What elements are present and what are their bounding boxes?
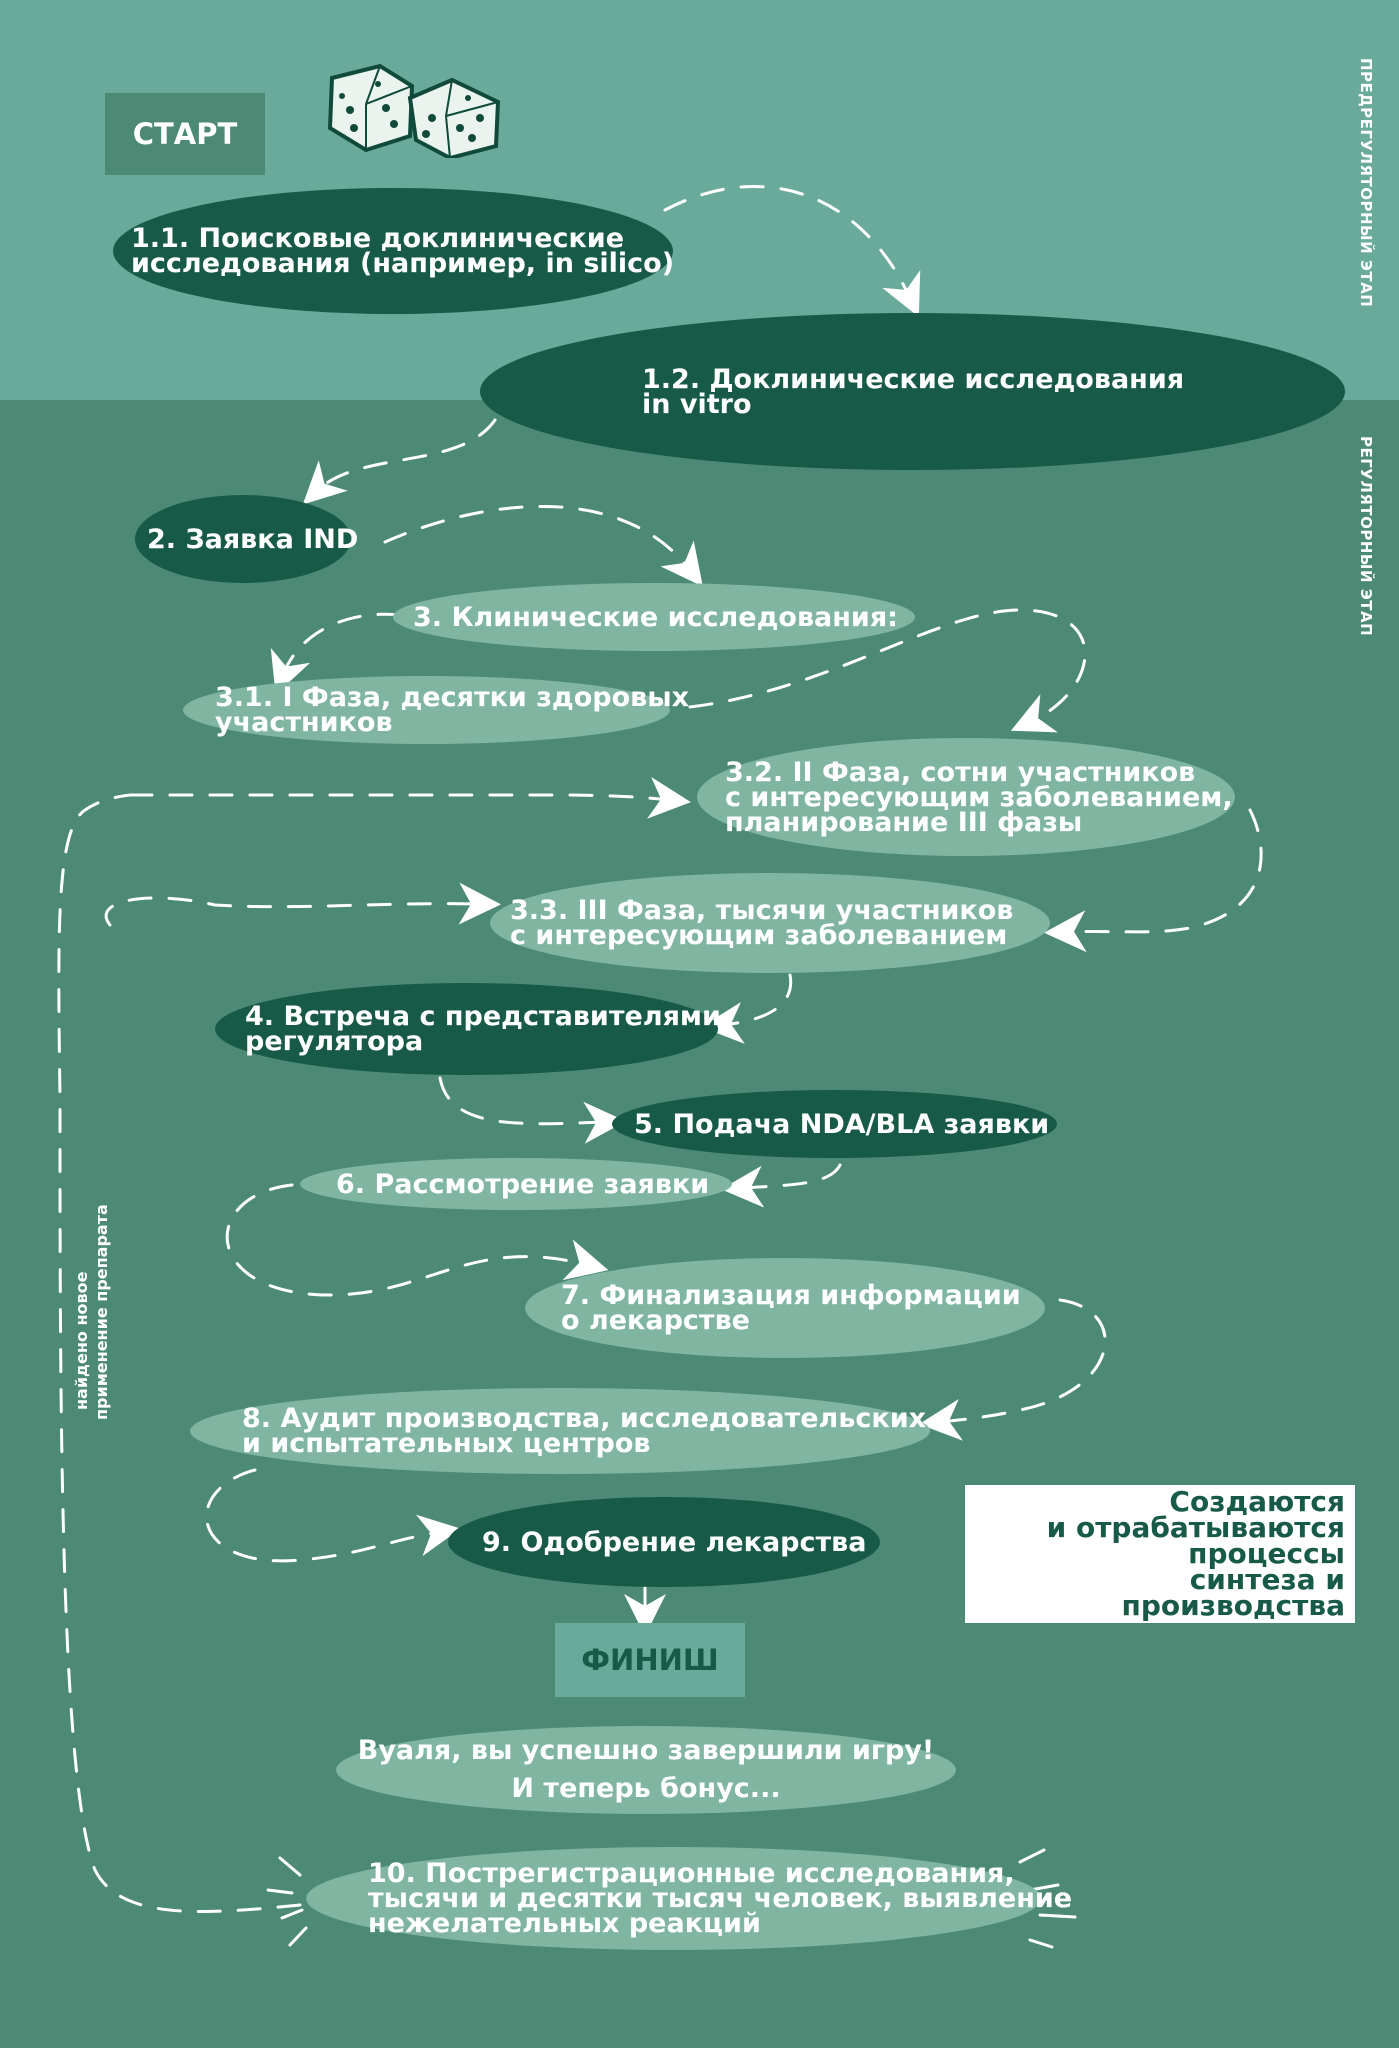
bonus-message-line-1: Вуаля, вы успешно завершили игру! <box>357 1735 935 1766</box>
connector-1-1-to-1-2 <box>663 185 921 318</box>
production-note: Создаются и отрабатываются процессы синт… <box>965 1485 1355 1623</box>
connector-loop-3-2 <box>128 777 691 819</box>
connector-4-to-5 <box>438 1076 626 1144</box>
connector-8-to-9 <box>205 1468 461 1563</box>
step-10-line-2: тысячи и десятки тысяч человек, выявлени… <box>368 1883 1073 1914</box>
finish-box: ФИНИШ <box>555 1623 745 1697</box>
connector-2-to-3 <box>383 504 703 587</box>
start-box: СТАРТ <box>105 93 265 175</box>
step-6: 6. Рассмотрение заявки <box>300 1158 732 1210</box>
finish-label: ФИНИШ <box>581 1643 719 1677</box>
step-3-3-line-1: 3.3. III Фаза, тысячи участников <box>510 895 1014 926</box>
step-2-line-1: 2. Заявка IND <box>147 523 359 555</box>
step-10: 10. Пострегистрационные исследования, ты… <box>306 1847 1073 1950</box>
step-5-line-1: 5. Подача NDA/BLA заявки <box>634 1108 1050 1140</box>
step-3-2-line-3: планирование III фазы <box>725 806 1083 838</box>
step-8: 8. Аудит производства, исследовательских… <box>190 1388 930 1474</box>
step-3-2-line-1: 3.2. II Фаза, сотни участников <box>725 756 1196 788</box>
connector-3-to-3-1 <box>270 612 402 695</box>
step-1-2: 1.2. Доклинические исследования in vitro <box>480 313 1345 470</box>
step-9: 9. Одобрение лекарства <box>448 1497 880 1587</box>
connector-3-3-to-4 <box>701 973 793 1044</box>
step-4: 4. Встреча с представителями регулятора <box>215 983 721 1075</box>
production-note-line-1: Создаются <box>1169 1485 1345 1518</box>
step-1-1-line-2: исследования (например, in silico) <box>131 248 675 279</box>
start-label: СТАРТ <box>132 117 238 151</box>
step-9-line-1: 9. Одобрение лекарства <box>482 1526 867 1558</box>
step-2: 2. Заявка IND <box>135 495 359 583</box>
production-note-line-2: и отрабатываются <box>1046 1511 1345 1544</box>
pre-regulatory-stage-label: ПРЕДРЕГУЛЯТОРНЫЙ ЭТАП <box>1357 58 1375 308</box>
connector-5-to-6 <box>721 1163 842 1208</box>
step-3-2-line-2: с интересующим заболеванием, <box>725 781 1233 813</box>
step-10-line-3: нежелательных реакций <box>368 1908 761 1939</box>
new-indication-note-line-2: применение препарата <box>92 1204 111 1420</box>
step-4-line-2: регулятора <box>245 1026 424 1057</box>
production-note-line-3: процессы <box>1188 1537 1345 1570</box>
step-7: 7. Финализация информации о лекарстве <box>525 1258 1045 1358</box>
step-7-line-1: 7. Финализация информации <box>561 1280 1021 1311</box>
step-1-2-line-1: 1.2. Доклинические исследования <box>642 363 1185 395</box>
connector-1-2-to-2 <box>302 418 497 505</box>
connector-feedback-loop <box>57 793 302 1914</box>
step-4-line-1: 4. Встреча с представителями <box>245 1001 721 1032</box>
production-note-line-4: синтеза и производства <box>1121 1563 1345 1622</box>
step-3-2: 3.2. II Фаза, сотни участников с интерес… <box>697 738 1235 856</box>
step-7-line-2: о лекарстве <box>561 1305 750 1336</box>
step-1-1-line-1: 1.1. Поисковые доклинические <box>131 223 625 254</box>
bonus-message: Вуаля, вы успешно завершили игру! И тепе… <box>336 1726 956 1814</box>
bonus-message-line-2: И теперь бонус... <box>511 1773 781 1804</box>
connector-7-to-8 <box>919 1298 1107 1441</box>
dice-icon <box>327 63 501 158</box>
step-1-1: 1.1. Поисковые доклинические исследовани… <box>113 188 675 314</box>
step-6-line-1: 6. Рассмотрение заявки <box>336 1168 710 1200</box>
connector-6-to-7 <box>225 1183 609 1297</box>
new-indication-note-line-1: найдено новое <box>72 1271 91 1410</box>
step-5: 5. Подача NDA/BLA заявки <box>612 1090 1057 1158</box>
step-3-line-1: 3. Клинические исследования: <box>413 601 898 633</box>
connector-3-1-to-3-2 <box>688 608 1087 733</box>
step-8-line-1: 8. Аудит производства, исследовательских <box>242 1403 927 1434</box>
step-3-3-line-2: с интересующим заболеванием <box>510 920 1008 951</box>
step-8-line-2: и испытательных центров <box>242 1428 651 1459</box>
step-3-1-line-2: участников <box>215 707 393 738</box>
step-3-1-line-1: 3.1. I Фаза, десятки здоровых <box>215 682 690 713</box>
connector-loop-3-3 <box>104 882 501 927</box>
step-1-2-line-2: in vitro <box>642 388 752 420</box>
step-3: 3. Клинические исследования: <box>393 583 915 651</box>
step-10-line-1: 10. Пострегистрационные исследования, <box>368 1858 1015 1889</box>
step-3-3: 3.3. III Фаза, тысячи участников с интер… <box>490 873 1050 973</box>
new-indication-note: найдено новое применение препарата <box>72 1204 112 1420</box>
step-3-1: 3.1. I Фаза, десятки здоровых участников <box>183 676 690 744</box>
connector-3-2-to-3-3 <box>1044 808 1263 953</box>
regulatory-stage-label: РЕГУЛЯТОРНЫЙ ЭТАП <box>1357 436 1375 637</box>
